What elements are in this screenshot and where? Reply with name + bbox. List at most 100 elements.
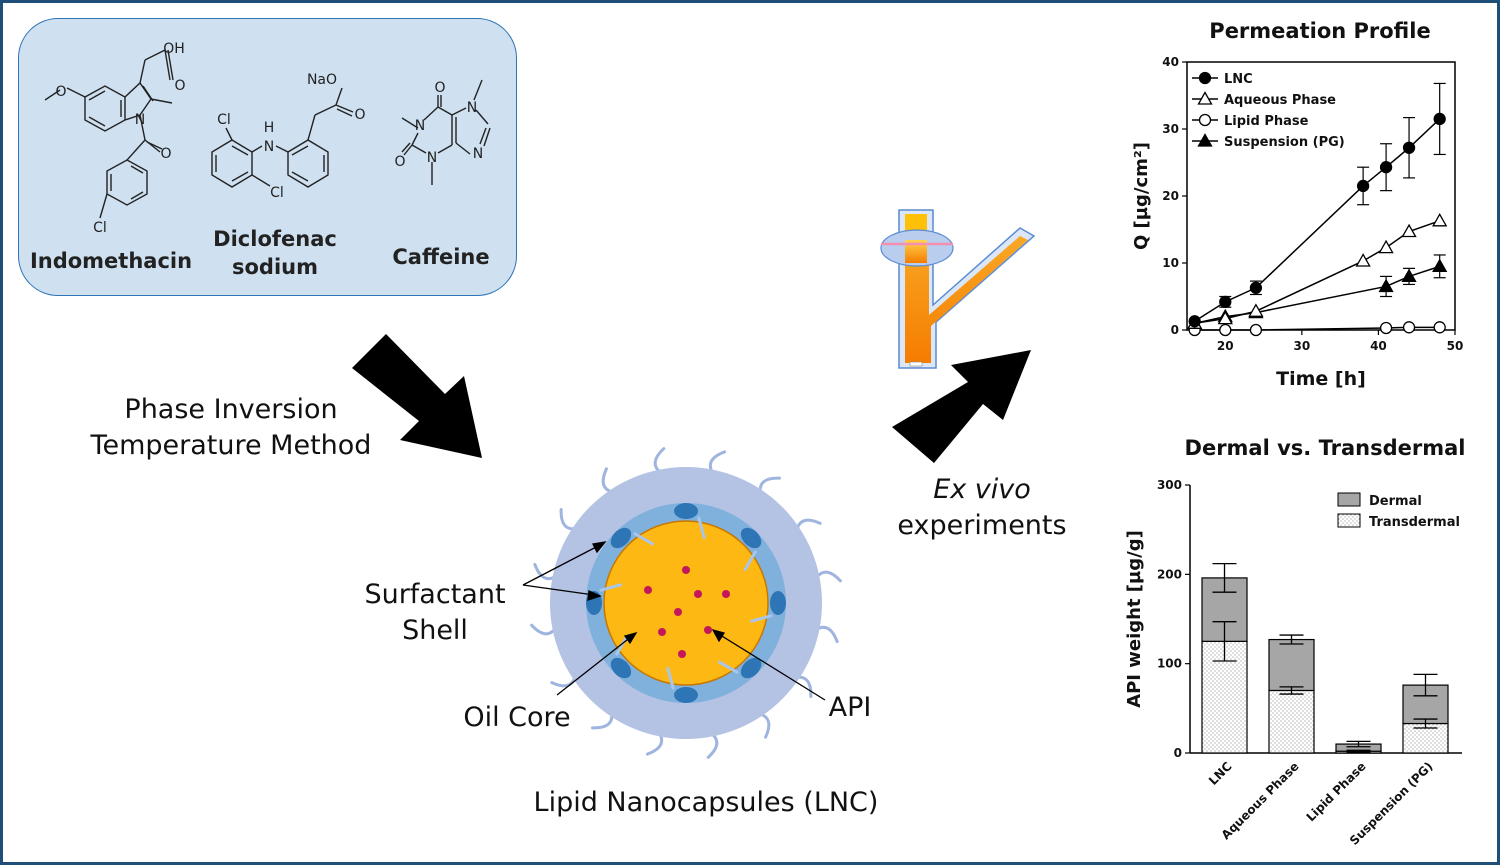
data-point: [1219, 295, 1232, 309]
surfactant-tail: [758, 476, 781, 495]
capsule-labels: Surfactant Shell Oil Core API Lipid Nano…: [364, 579, 878, 818]
chart-title: Dermal vs. Transdermal: [1185, 436, 1466, 460]
data-point: [1198, 113, 1212, 127]
surfactant-tail-inner: [599, 583, 622, 592]
data-point: [1217, 310, 1233, 325]
drug-structures-panel: [18, 18, 517, 296]
atom-label: O: [394, 154, 405, 170]
data-point: [1356, 179, 1370, 193]
pointer-line: [522, 544, 601, 586]
surfactant-tail: [530, 623, 557, 636]
atom-label: N: [135, 112, 145, 128]
category-label: Lipid Phase: [1304, 759, 1369, 824]
x-tick-label: 40: [1370, 339, 1387, 353]
bar-dermal: [1268, 638, 1315, 692]
data-point: [1219, 323, 1232, 337]
series-lipid-phase: [1188, 321, 1446, 337]
data-point: [1379, 161, 1393, 174]
experiment-label: Ex vivo experiments: [897, 474, 1066, 541]
data-point: [1197, 133, 1213, 147]
y-tick-label: 10: [1162, 256, 1179, 270]
api-molecule: [704, 626, 712, 634]
surfactant-head: [674, 687, 698, 703]
capsule-caption: Lipid Nanocapsules (LNC): [534, 787, 879, 818]
bar-group-lipid-phase: Lipid Phase: [1304, 740, 1382, 824]
surfactant-tail: [653, 447, 666, 474]
legend-label: Dermal: [1369, 494, 1422, 509]
x-axis-label: Time [h]: [1276, 368, 1366, 390]
api-molecule: [722, 590, 730, 598]
data-point: [1198, 71, 1212, 85]
atom-label: NaO: [307, 72, 337, 88]
surfactant-tail: [814, 625, 839, 644]
atom-label: O: [55, 84, 66, 100]
surfactant-tail-inner: [666, 667, 675, 690]
surfactant-tail: [757, 712, 771, 739]
surfactant-tail: [706, 732, 719, 759]
atom-label: Cl: [217, 112, 231, 128]
x-tick-label: 20: [1217, 339, 1234, 353]
caffeine-atom-labels: O N N N N O: [394, 80, 483, 170]
y-axis-label: API weight [µg/g]: [1124, 530, 1145, 708]
surfactant-tail: [815, 570, 842, 583]
drug-name-indomethacin: Indomethacin: [30, 249, 192, 273]
legend-label: Lipid Phase: [1224, 114, 1309, 129]
bar-group-suspension-pg-: Suspension (PG): [1347, 673, 1449, 848]
method-label: Phase Inversion Temperature Method: [90, 394, 372, 461]
chart-title: Permeation Profile: [1209, 19, 1430, 43]
data-point: [1402, 141, 1416, 154]
atom-label: O: [434, 80, 445, 96]
atom-label: O: [174, 78, 185, 94]
surfactant-head: [770, 591, 786, 615]
pointer-arrowhead: [711, 628, 726, 643]
surfactant-tail: [559, 508, 578, 531]
api-molecule: [674, 608, 682, 616]
y-tick-label: 100: [1157, 657, 1182, 671]
surfactant-tail-inner: [615, 635, 629, 656]
drug-names: Indomethacin Diclofenac sodium Caffeine: [30, 227, 490, 279]
data-point: [1378, 239, 1394, 254]
drug-name-caffeine: Caffeine: [392, 245, 489, 269]
pointer-arrowhead: [587, 590, 602, 601]
atom-label: H: [264, 120, 275, 136]
surfactant-head: [674, 503, 698, 519]
surfactant-label-line1: Surfactant: [364, 579, 505, 610]
y-axis-label: Q [µg/cm²]: [1131, 142, 1152, 250]
y-tick-label: 20: [1162, 189, 1179, 203]
atom-label: N: [427, 150, 437, 166]
y-tick-label: 0: [1174, 746, 1182, 760]
legend-label: Transdermal: [1369, 515, 1460, 530]
series-line: [1194, 265, 1440, 325]
surfactant-tail: [645, 731, 664, 756]
diclofenac-structure: [211, 87, 354, 188]
category-label: LNC: [1206, 759, 1235, 788]
surfactant-tail: [708, 450, 727, 475]
legend-swatch: [1337, 492, 1361, 507]
data-point: [1402, 321, 1416, 334]
data-point: [1249, 323, 1263, 337]
atom-label: N: [467, 100, 477, 116]
y-tick-label: 200: [1157, 567, 1182, 581]
series-lnc: [1188, 82, 1446, 328]
legend-swatch: [1337, 513, 1361, 528]
lipid-nanocapsule-illustration: [530, 447, 842, 759]
atom-label: Cl: [93, 220, 107, 236]
oil-core: [603, 520, 769, 686]
atom-label: N: [415, 118, 425, 134]
surfactant-head: [740, 657, 762, 679]
pointer-line: [716, 632, 826, 701]
atom-label: O: [160, 146, 171, 162]
pointer-arrowhead: [592, 541, 607, 554]
surfactant-tail-inner: [633, 532, 654, 546]
atom-label: Cl: [270, 185, 284, 201]
surfactant-head: [740, 527, 762, 549]
pointer-arrows: [522, 541, 826, 701]
data-point: [1188, 315, 1201, 328]
data-point: [1355, 253, 1371, 267]
indomethacin-atom-labels: OH O O N O Cl: [55, 41, 185, 236]
